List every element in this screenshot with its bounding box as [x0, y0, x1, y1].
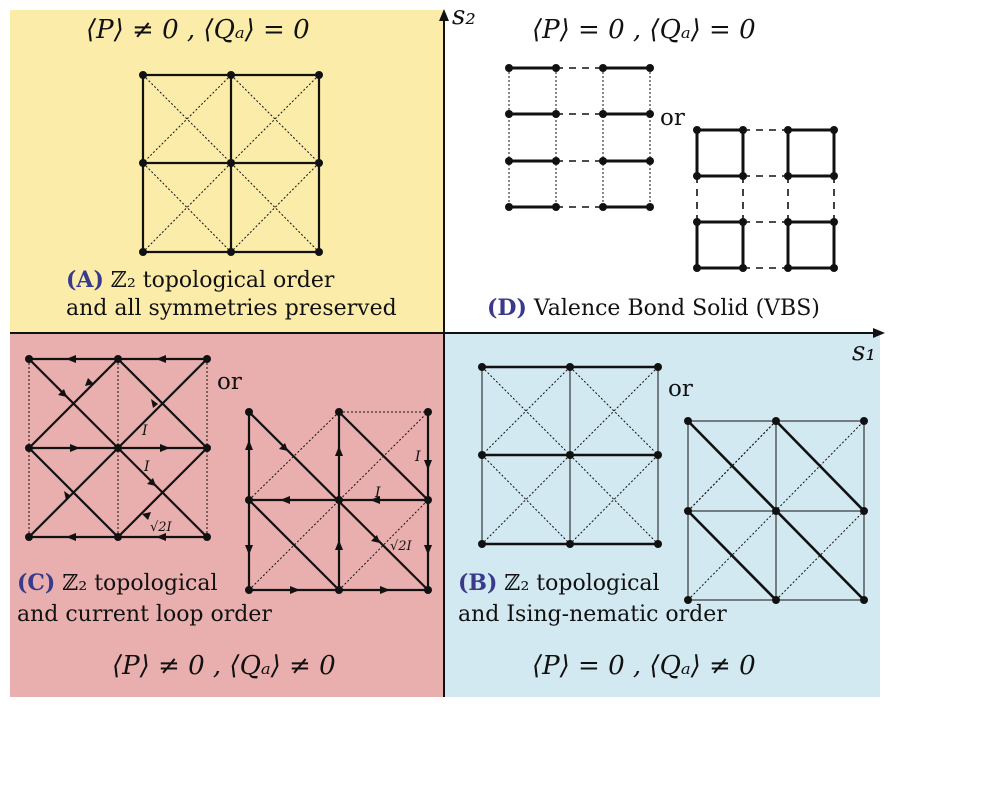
lattice-d-plaquette	[693, 126, 838, 272]
caption-d-text1: Valence Bond Solid (VBS)	[526, 296, 820, 321]
quadrant-b-background	[444, 333, 880, 697]
current-label-sqrt2i-2: √2I	[390, 539, 412, 554]
label-b: (B)	[458, 570, 498, 596]
lattice-b-right	[684, 417, 868, 604]
label-d: (D)	[487, 295, 527, 321]
or-d: or	[660, 105, 685, 131]
axes	[10, 9, 885, 697]
caption-c-line2: and current loop order	[17, 602, 272, 627]
lattice-b-left	[478, 363, 662, 548]
condition-a: ⟨P⟩ ≠ 0 , ⟨Qₐ⟩ = 0	[86, 15, 310, 45]
condition-d: ⟨P⟩ = 0 , ⟨Qₐ⟩ = 0	[532, 15, 756, 45]
quadrant-d-background	[444, 10, 880, 333]
caption-a-line1: (A) ℤ₂ topological order	[66, 266, 334, 295]
current-label-i-4: I	[375, 485, 381, 501]
label-c: (C)	[17, 570, 56, 596]
lattice-a	[139, 71, 323, 256]
caption-d-line1: (D) Valence Bond Solid (VBS)	[487, 294, 820, 323]
caption-c-line1: (C) ℤ₂ topological	[17, 569, 217, 598]
label-a: (A)	[66, 267, 104, 293]
axis-label-s1: s₁	[852, 337, 876, 367]
condition-c: ⟨P⟩ ≠ 0 , ⟨Qₐ⟩ ≠ 0	[112, 651, 336, 681]
or-b: or	[668, 376, 693, 402]
caption-a-text1: ℤ₂ topological order	[103, 268, 335, 293]
current-label-sqrt2i-1: √2I	[150, 520, 172, 535]
or-c: or	[217, 369, 242, 395]
axis-label-s2: s₂	[452, 1, 476, 31]
lattice-c-right	[245, 408, 432, 594]
current-label-i-1: I	[142, 423, 148, 439]
caption-a-line2: and all symmetries preserved	[66, 296, 397, 321]
condition-b: ⟨P⟩ = 0 , ⟨Qₐ⟩ ≠ 0	[532, 651, 756, 681]
caption-b-line1: (B) ℤ₂ topological	[458, 569, 660, 598]
current-label-i-3: I	[415, 449, 421, 465]
quadrant-a-background	[10, 10, 444, 333]
lattice-d-columnar	[505, 64, 654, 211]
caption-b-text1: ℤ₂ topological	[497, 571, 660, 596]
caption-c-text1: ℤ₂ topological	[55, 571, 218, 596]
lattice-c-left	[25, 355, 211, 541]
current-label-i-2: I	[144, 459, 150, 475]
caption-b-line2: and Ising-nematic order	[458, 602, 727, 627]
